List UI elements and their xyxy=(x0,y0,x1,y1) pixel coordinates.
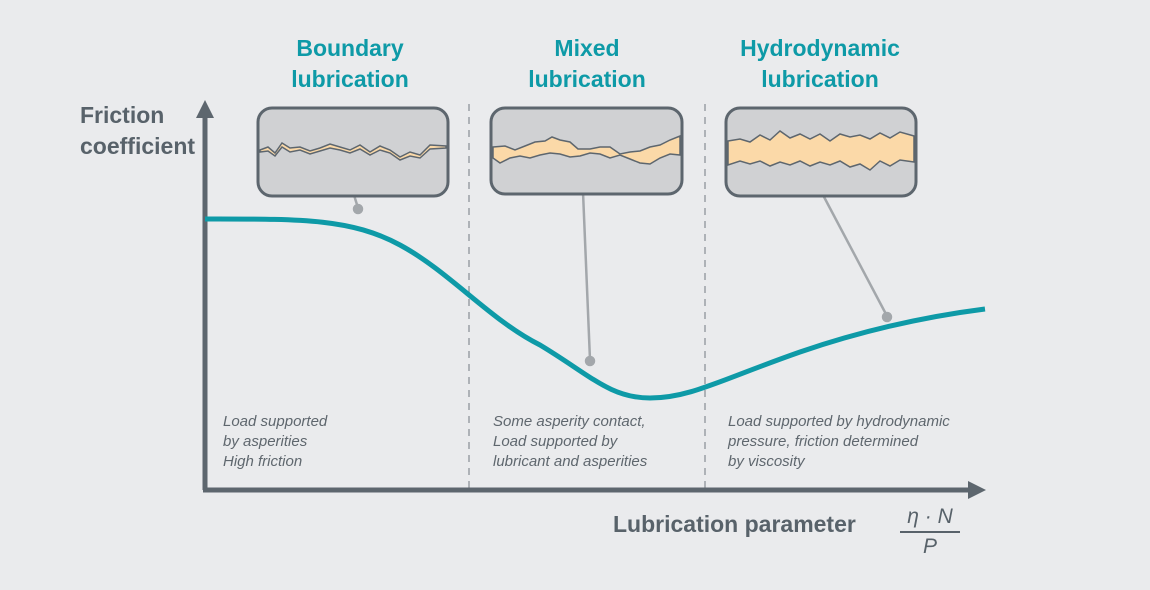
surface-box-boundary xyxy=(256,106,450,198)
leader-dot-boundary xyxy=(352,203,364,215)
y-axis-arrow-icon xyxy=(196,100,214,118)
leader-mixed xyxy=(581,191,592,361)
formula-denominator: P xyxy=(922,535,937,558)
x-axis-arrow-icon xyxy=(968,481,986,499)
regime-title-boundary: Boundary lubrication xyxy=(291,35,409,92)
x-axis-formula: η · N P xyxy=(900,505,960,559)
leader-dot-hydro xyxy=(881,311,893,323)
surface-box-mixed xyxy=(489,106,684,196)
formula-numerator: η · N xyxy=(900,505,960,533)
surface-box-hydrodynamic xyxy=(724,106,918,198)
regime-description-mixed: Some asperity contact, Load supported by… xyxy=(493,413,648,470)
y-axis-label: Friction coefficient xyxy=(80,102,196,159)
leader-hydro xyxy=(821,194,889,317)
regime-title-mixed: Mixed lubrication xyxy=(528,35,646,92)
leader-dot-mixed xyxy=(584,355,596,367)
x-axis-label: Lubrication parameter xyxy=(613,511,856,537)
regime-description-boundary: Load supported by asperities High fricti… xyxy=(223,413,328,470)
regime-description-hydrodynamic: Load supported by hydrodynamic pressure,… xyxy=(728,413,950,470)
regime-title-hydrodynamic: Hydrodynamic lubrication xyxy=(740,35,900,92)
friction-curve xyxy=(204,216,986,401)
